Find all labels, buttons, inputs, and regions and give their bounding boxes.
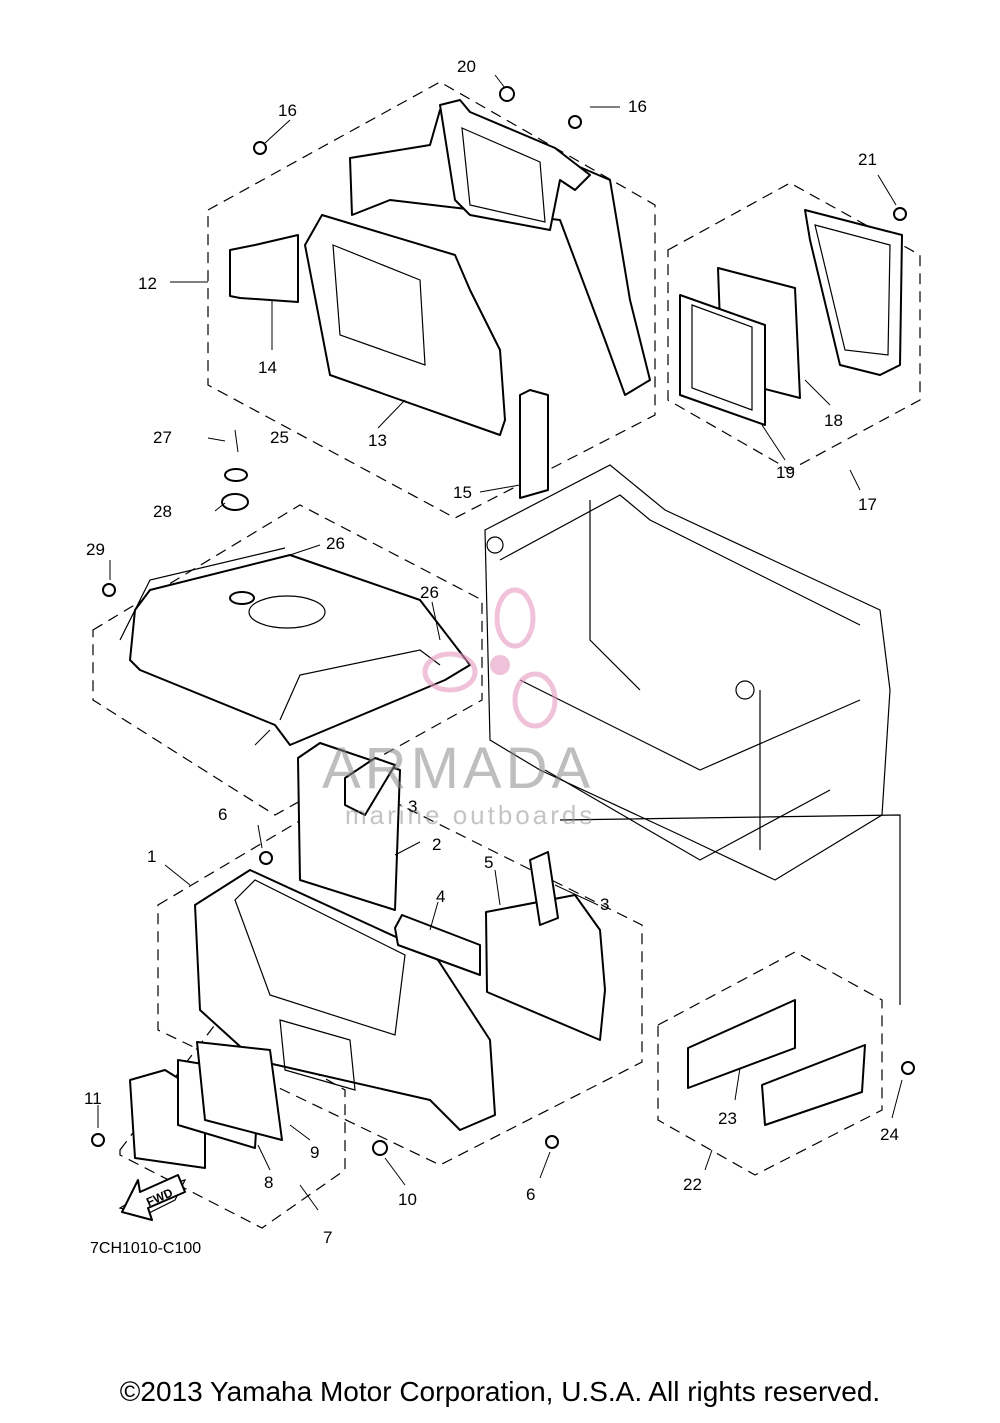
callout-9: 9 [310, 1143, 319, 1162]
callout-6b: 6 [526, 1185, 535, 1204]
callout-25: 25 [270, 428, 289, 447]
front-body-assembly [194, 742, 606, 1131]
callout-13: 13 [368, 431, 387, 450]
watermark-name: ARMADA [322, 736, 595, 801]
callout-labels: 1 2 3 3 4 5 6 6 7 8 9 10 11 12 13 14 15 … [84, 57, 899, 1247]
callout-17: 17 [858, 495, 877, 514]
fasteners [91, 86, 915, 1156]
callout-3a: 3 [408, 797, 417, 816]
seat-cover-assembly [119, 468, 471, 746]
callout-8: 8 [264, 1173, 273, 1192]
callout-3b: 3 [600, 895, 609, 914]
callout-10: 10 [398, 1190, 417, 1209]
callout-16a: 16 [278, 101, 297, 120]
upper-cover-assembly [229, 99, 651, 499]
callout-16b: 16 [628, 97, 647, 116]
callout-20: 20 [457, 57, 476, 76]
callout-28: 28 [153, 502, 172, 521]
callout-26b: 26 [420, 583, 439, 602]
callout-22: 22 [683, 1175, 702, 1194]
diagram-code: 7CH1010-C100 [90, 1240, 202, 1257]
watermark-tagline: marine outboards [345, 800, 596, 830]
callout-11: 11 [84, 1089, 102, 1108]
callout-15: 15 [453, 483, 472, 502]
callout-18: 18 [824, 411, 843, 430]
watermark-logo-icon [422, 587, 558, 729]
callout-7: 7 [323, 1228, 332, 1247]
callout-29: 29 [86, 540, 105, 559]
callout-26a: 26 [326, 534, 345, 553]
vehicle-frame [484, 464, 901, 1005]
callout-4: 4 [436, 887, 445, 906]
callout-14: 14 [258, 358, 277, 377]
leader-lines [97, 74, 903, 1211]
callout-5: 5 [484, 853, 493, 872]
callout-19: 19 [776, 463, 795, 482]
rear-lid-assembly [687, 999, 866, 1126]
callout-1: 1 [147, 847, 156, 866]
callout-27: 27 [153, 428, 172, 447]
copyright-notice: ©2013 Yamaha Motor Corporation, U.S.A. A… [119, 1376, 881, 1407]
callout-2: 2 [432, 835, 441, 854]
callout-21: 21 [858, 150, 877, 169]
callout-12: 12 [138, 274, 157, 293]
filter-assembly-right [679, 209, 903, 426]
callout-24: 24 [880, 1125, 899, 1144]
callout-23: 23 [718, 1109, 737, 1128]
front-lid-assembly [118, 1041, 283, 1216]
callout-6a: 6 [218, 805, 227, 824]
forward-arrow-icon: FWD [121, 1174, 186, 1221]
